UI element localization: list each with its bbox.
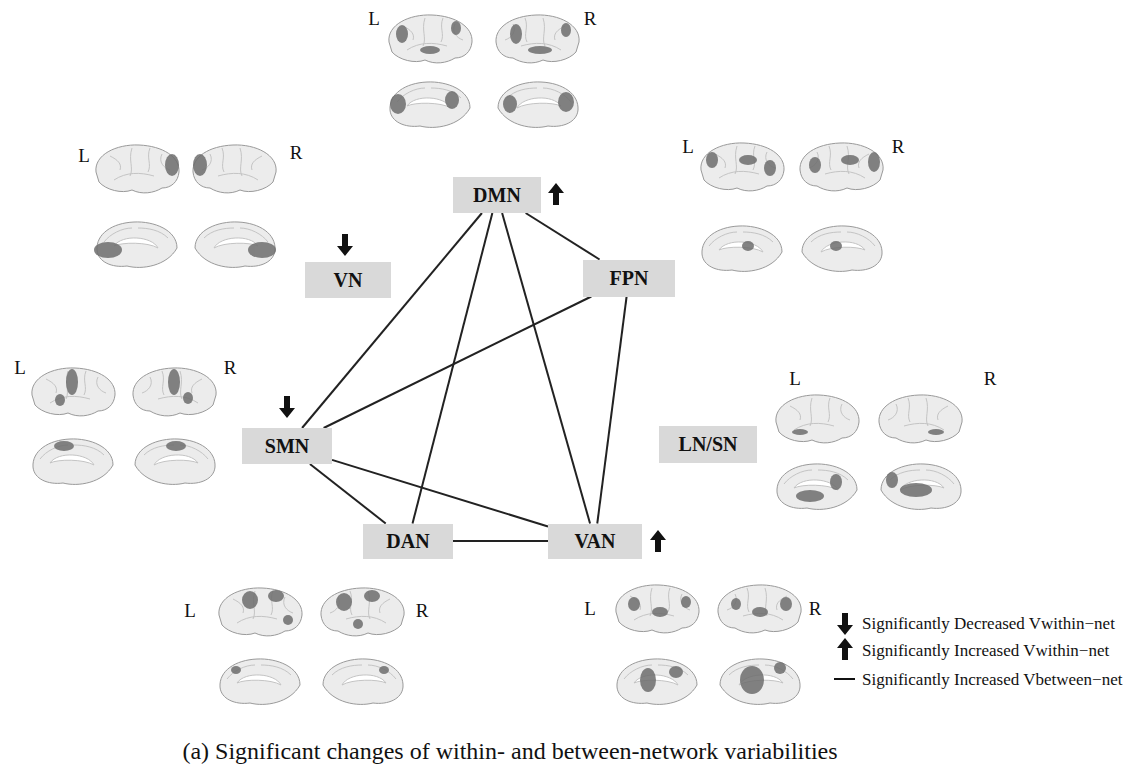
- connection-line: [413, 213, 493, 524]
- network-box: DAN: [363, 524, 453, 559]
- connection-line: [332, 460, 548, 527]
- network-box: LN/SN: [659, 426, 757, 463]
- dmn-brain-maps: [389, 15, 579, 127]
- connection-line: [597, 297, 626, 524]
- hemisphere-label: L: [682, 137, 694, 156]
- network-name: SMN: [265, 436, 309, 456]
- hemisphere-label: L: [584, 599, 596, 618]
- hemisphere-label: L: [78, 146, 90, 165]
- connection-line: [526, 213, 600, 260]
- hemisphere-label: R: [984, 369, 997, 388]
- hemisphere-label: R: [290, 143, 303, 162]
- connection-line: [324, 297, 592, 429]
- network-box: FPN: [583, 260, 675, 297]
- legend-text: Significantly Decreased Vwithin−net: [862, 615, 1115, 632]
- legend-samples: [834, 613, 855, 679]
- dan-brain-maps: [219, 588, 404, 704]
- network-box: SMN: [242, 428, 332, 464]
- hemisphere-label: R: [809, 599, 822, 618]
- hemisphere-label: R: [584, 9, 597, 28]
- van-brain-maps: [616, 585, 801, 704]
- legend-text: Significantly Increased Vwithin−net: [862, 642, 1109, 659]
- change-arrows: [279, 183, 666, 552]
- hemisphere-label: R: [416, 601, 429, 620]
- smn-brain-maps: [32, 368, 216, 484]
- network-name: DMN: [473, 185, 521, 205]
- network-box: VAN: [548, 524, 642, 559]
- vn-brain-maps: [94, 145, 276, 267]
- connection-line: [453, 540, 548, 542]
- network-name: VN: [334, 270, 363, 290]
- figure-caption: (a) Significant changes of within- and b…: [182, 739, 837, 763]
- connection-line: [502, 213, 590, 524]
- network-name: FPN: [610, 268, 649, 288]
- hemisphere-label: L: [14, 358, 26, 377]
- hemisphere-label: L: [184, 601, 196, 620]
- hemisphere-label: L: [789, 369, 801, 388]
- hemisphere-label: R: [224, 358, 237, 377]
- network-box: VN: [305, 262, 391, 298]
- network-box: DMN: [453, 177, 541, 213]
- fpn-brain-maps: [701, 143, 883, 271]
- connection-line: [302, 213, 482, 428]
- network-name: DAN: [386, 531, 429, 551]
- legend-text: Significantly Increased Vbetween−net: [862, 671, 1122, 688]
- ln-sn-brain-maps: [776, 395, 962, 509]
- network-name: VAN: [575, 531, 616, 551]
- network-name: LN/SN: [679, 434, 738, 454]
- hemisphere-label: R: [892, 137, 905, 156]
- hemisphere-label: L: [368, 9, 380, 28]
